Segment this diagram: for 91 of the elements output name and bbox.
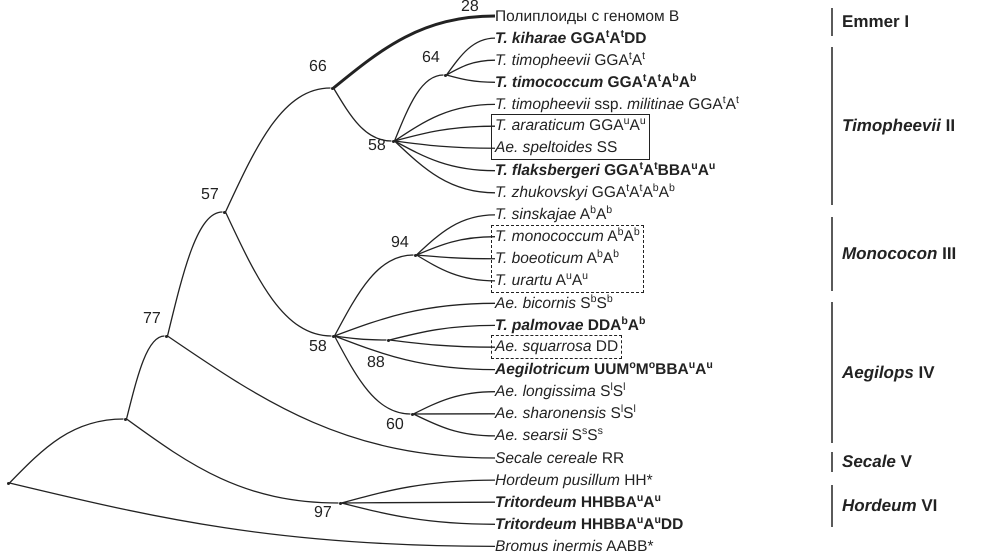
taxon-label: Ae. searsii S$^{s}$S$^{s}$ <box>495 425 603 446</box>
taxon-label: Ae. longissima S$^{l}$S$^{l}$ <box>495 381 626 402</box>
bootstrap-value: 77 <box>143 310 161 328</box>
taxon-label: T. zhukovskyi GGA$^{t}$A$^{t}$A$^{b}$A$^{b}$ <box>495 182 675 204</box>
taxon-label: Tritordeum HHBBA$^{u}$A$^{u}$ <box>495 492 661 513</box>
bootstrap-value: 64 <box>422 49 440 67</box>
branch-line <box>334 302 496 337</box>
branch-point <box>410 412 414 416</box>
group-frame <box>491 224 644 293</box>
taxon-label: Bromus inermis AABB* <box>495 536 654 556</box>
branch-point <box>164 334 168 338</box>
branch-line <box>341 502 495 525</box>
bootstrap-value: 97 <box>314 504 332 522</box>
branch-line <box>166 211 223 336</box>
branch-line <box>126 418 339 504</box>
branch-line <box>416 254 495 260</box>
branch-point <box>330 86 334 90</box>
taxon-label: T. timococcum GGA$^{t}$A$^{t}$A$^{b}$A$^{b}$ <box>495 72 696 93</box>
branch-line <box>9 418 124 484</box>
taxon-label: Tritordeum HHBBA$^{u}$A$^{u}$DD <box>495 514 684 535</box>
branch-line <box>332 14 496 90</box>
branch-point <box>414 254 416 256</box>
branch-line <box>394 140 496 172</box>
branch-line <box>334 335 386 341</box>
branch-line <box>446 60 496 76</box>
taxon-label: Ae. speltoides SS <box>495 137 646 160</box>
branch-point <box>392 140 394 142</box>
branch-line <box>224 212 332 337</box>
branch-line <box>446 74 495 83</box>
branch-line <box>9 482 495 548</box>
branch-line <box>167 335 496 459</box>
bootstrap-value: 60 <box>386 416 404 434</box>
bootstrap-value: 57 <box>201 186 219 204</box>
branch-point <box>444 74 446 76</box>
clade-label: Secale V <box>842 452 912 472</box>
bootstrap-value: 28 <box>461 0 479 16</box>
branch-line <box>394 126 495 142</box>
bootstrap-value: 58 <box>309 338 327 356</box>
taxon-label: Aegilotricum UUM$^{o}$M$^{o}$BBA$^{u}$A$^{u}$ <box>495 359 713 380</box>
bootstrap-value: 94 <box>391 234 409 252</box>
branch-line <box>389 339 495 348</box>
branch-point <box>332 334 334 338</box>
taxon-label: T. urartu A$^{u}$A$^{u}$ <box>495 270 640 292</box>
branch-line <box>224 87 331 212</box>
branch-line <box>126 335 165 420</box>
branch-point <box>124 418 126 420</box>
taxon-label: T. palmovae DDA$^{b}$A$^{b}$ <box>495 314 646 336</box>
taxon-label: T. flaksbergeri GGA$^{t}$A$^{t}$BBA$^{u}$A$^{u}$ <box>495 160 716 182</box>
branch-line <box>414 413 495 415</box>
branch-line <box>342 502 495 504</box>
taxon-label: T. timopheevii ssp. militinae GGA$^{t}$A$^{t}$ <box>495 94 739 115</box>
branch-line <box>446 37 496 76</box>
branch-line <box>341 479 495 504</box>
group-frame <box>491 114 650 160</box>
taxon-label: T. boeoticum A$^{b}$A$^{b}$ <box>495 248 640 270</box>
branch-line <box>332 88 392 142</box>
clade-label: Emmer I <box>842 12 910 32</box>
branch-point <box>6 482 10 484</box>
branch-line <box>394 140 496 194</box>
branch-line <box>334 335 496 370</box>
clade-label: Aegilops IV <box>842 362 935 382</box>
taxon-label: Ae. squarrosa DD <box>495 336 618 358</box>
branch-point <box>386 338 390 342</box>
branch-line <box>416 254 496 282</box>
branch-line <box>413 391 496 415</box>
taxon-label: Полиплоиды с геномом B <box>495 6 680 26</box>
taxon-label: T. kiharae GGA$^{t}$A$^{t}$DD <box>495 28 646 49</box>
clade-label: Hordeum VI <box>842 496 938 516</box>
taxon-label: Hordeum pusillum HH* <box>495 470 653 491</box>
branch-line <box>413 413 496 437</box>
bootstrap-value: 66 <box>309 58 327 76</box>
taxon-label: T. araraticum GGA$^{u}$A$^{u}$ <box>495 115 646 138</box>
branch-point <box>222 210 226 214</box>
taxon-label: Ae. bicornis S$^{b}$S$^{b}$ <box>495 292 613 314</box>
branch-line <box>394 104 496 142</box>
branch-point <box>338 502 342 504</box>
taxon-label: Ae. sharonensis S$^{l}$S$^{l}$ <box>495 403 636 424</box>
branch-line <box>394 140 495 149</box>
taxon-label: Secale cereale RR <box>495 448 624 468</box>
branch-line <box>389 324 495 341</box>
branch-line <box>394 74 444 142</box>
taxon-label: T. timopheevii GGA$^{t}$A$^{t}$ <box>495 50 646 71</box>
bootstrap-value: 88 <box>367 354 385 372</box>
branch-line <box>334 254 414 336</box>
clade-label: Timopheevii II <box>842 116 956 136</box>
branch-line <box>416 236 496 256</box>
branch-line <box>416 214 496 256</box>
clade-label: Monococon III <box>842 244 956 264</box>
taxon-label: T. monococcum A$^{b}$A$^{b}$ <box>495 226 640 248</box>
branch-line <box>334 336 411 415</box>
taxon-label: T. sinskajae A$^{b}$A$^{b}$ <box>495 204 612 226</box>
